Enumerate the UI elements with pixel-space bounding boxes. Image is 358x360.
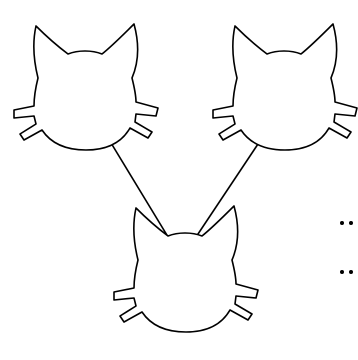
cat-head-icon <box>114 206 258 332</box>
dot <box>340 221 344 225</box>
ellipsis-dots-lower <box>340 270 353 274</box>
dot <box>349 221 353 225</box>
ellipsis-dots-upper <box>340 221 353 225</box>
cat-top-left-node <box>14 24 158 150</box>
cat-head-icon <box>213 24 357 150</box>
dot <box>349 270 353 274</box>
cat-top-right-node <box>213 24 357 150</box>
cat-head-icon <box>14 24 158 150</box>
cat-bottom-node <box>114 206 258 332</box>
dot <box>340 270 344 274</box>
